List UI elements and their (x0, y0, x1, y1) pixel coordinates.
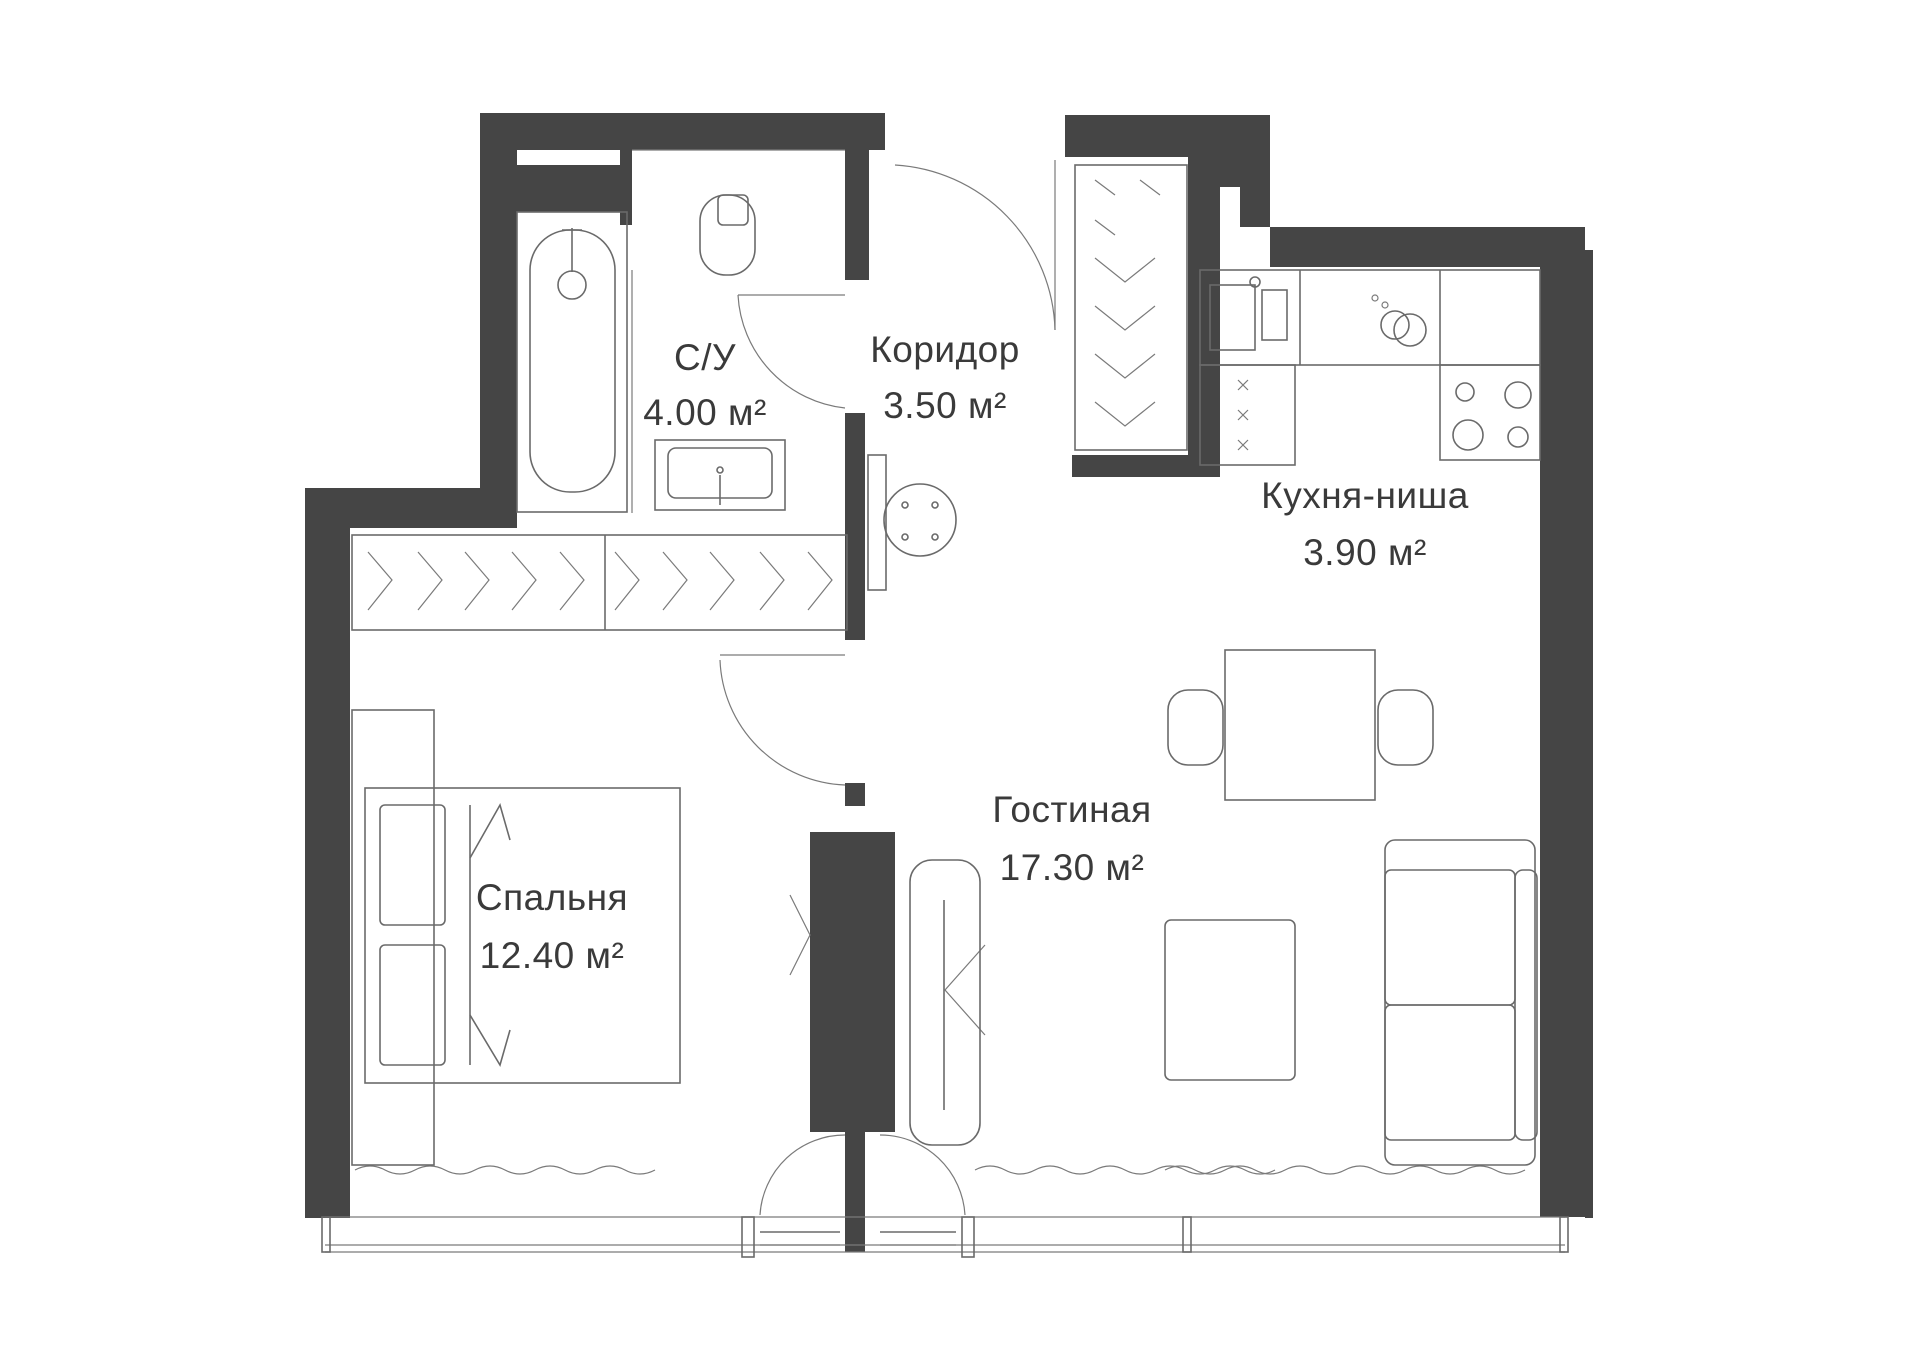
sofa-icon (1384, 839, 1538, 1166)
toilet-icon (699, 194, 756, 276)
wardrobe-hanger-icon (351, 164, 1188, 631)
sink-icon (654, 439, 786, 511)
coffee-table-icon (1164, 919, 1296, 1081)
dining-table-icon (1167, 649, 1434, 801)
walls (305, 113, 1593, 1252)
tv-unit-icon (909, 859, 981, 1146)
kitchen-area: 3.90 м² (1303, 532, 1427, 573)
bathroom-area: 4.00 м² (643, 392, 767, 433)
corridor-area: 3.50 м² (883, 385, 1007, 426)
room-labels: С/У 4.00 м² Коридор 3.50 м² Кухня-ниша 3… (476, 329, 1469, 976)
living-name: Гостиная (992, 789, 1151, 830)
bedroom-name: Спальня (476, 877, 628, 918)
dishes-icon (1371, 294, 1427, 347)
living-area: 17.30 м² (1000, 847, 1145, 888)
window-icon (321, 1216, 1569, 1258)
cooktop-icon (1199, 364, 1541, 466)
bathroom-name: С/У (674, 337, 736, 378)
corridor-name: Коридор (870, 329, 1020, 370)
kitchen-name: Кухня-ниша (1261, 475, 1469, 516)
door-swing-icon (719, 160, 1056, 1216)
console-table-icon (867, 454, 957, 591)
bathtub-icon (516, 211, 628, 513)
curtain-icon (354, 1165, 1526, 1175)
bed-icon (351, 709, 681, 1166)
kitchen-sink-icon (1199, 269, 1541, 366)
bedroom-area: 12.40 м² (480, 935, 625, 976)
